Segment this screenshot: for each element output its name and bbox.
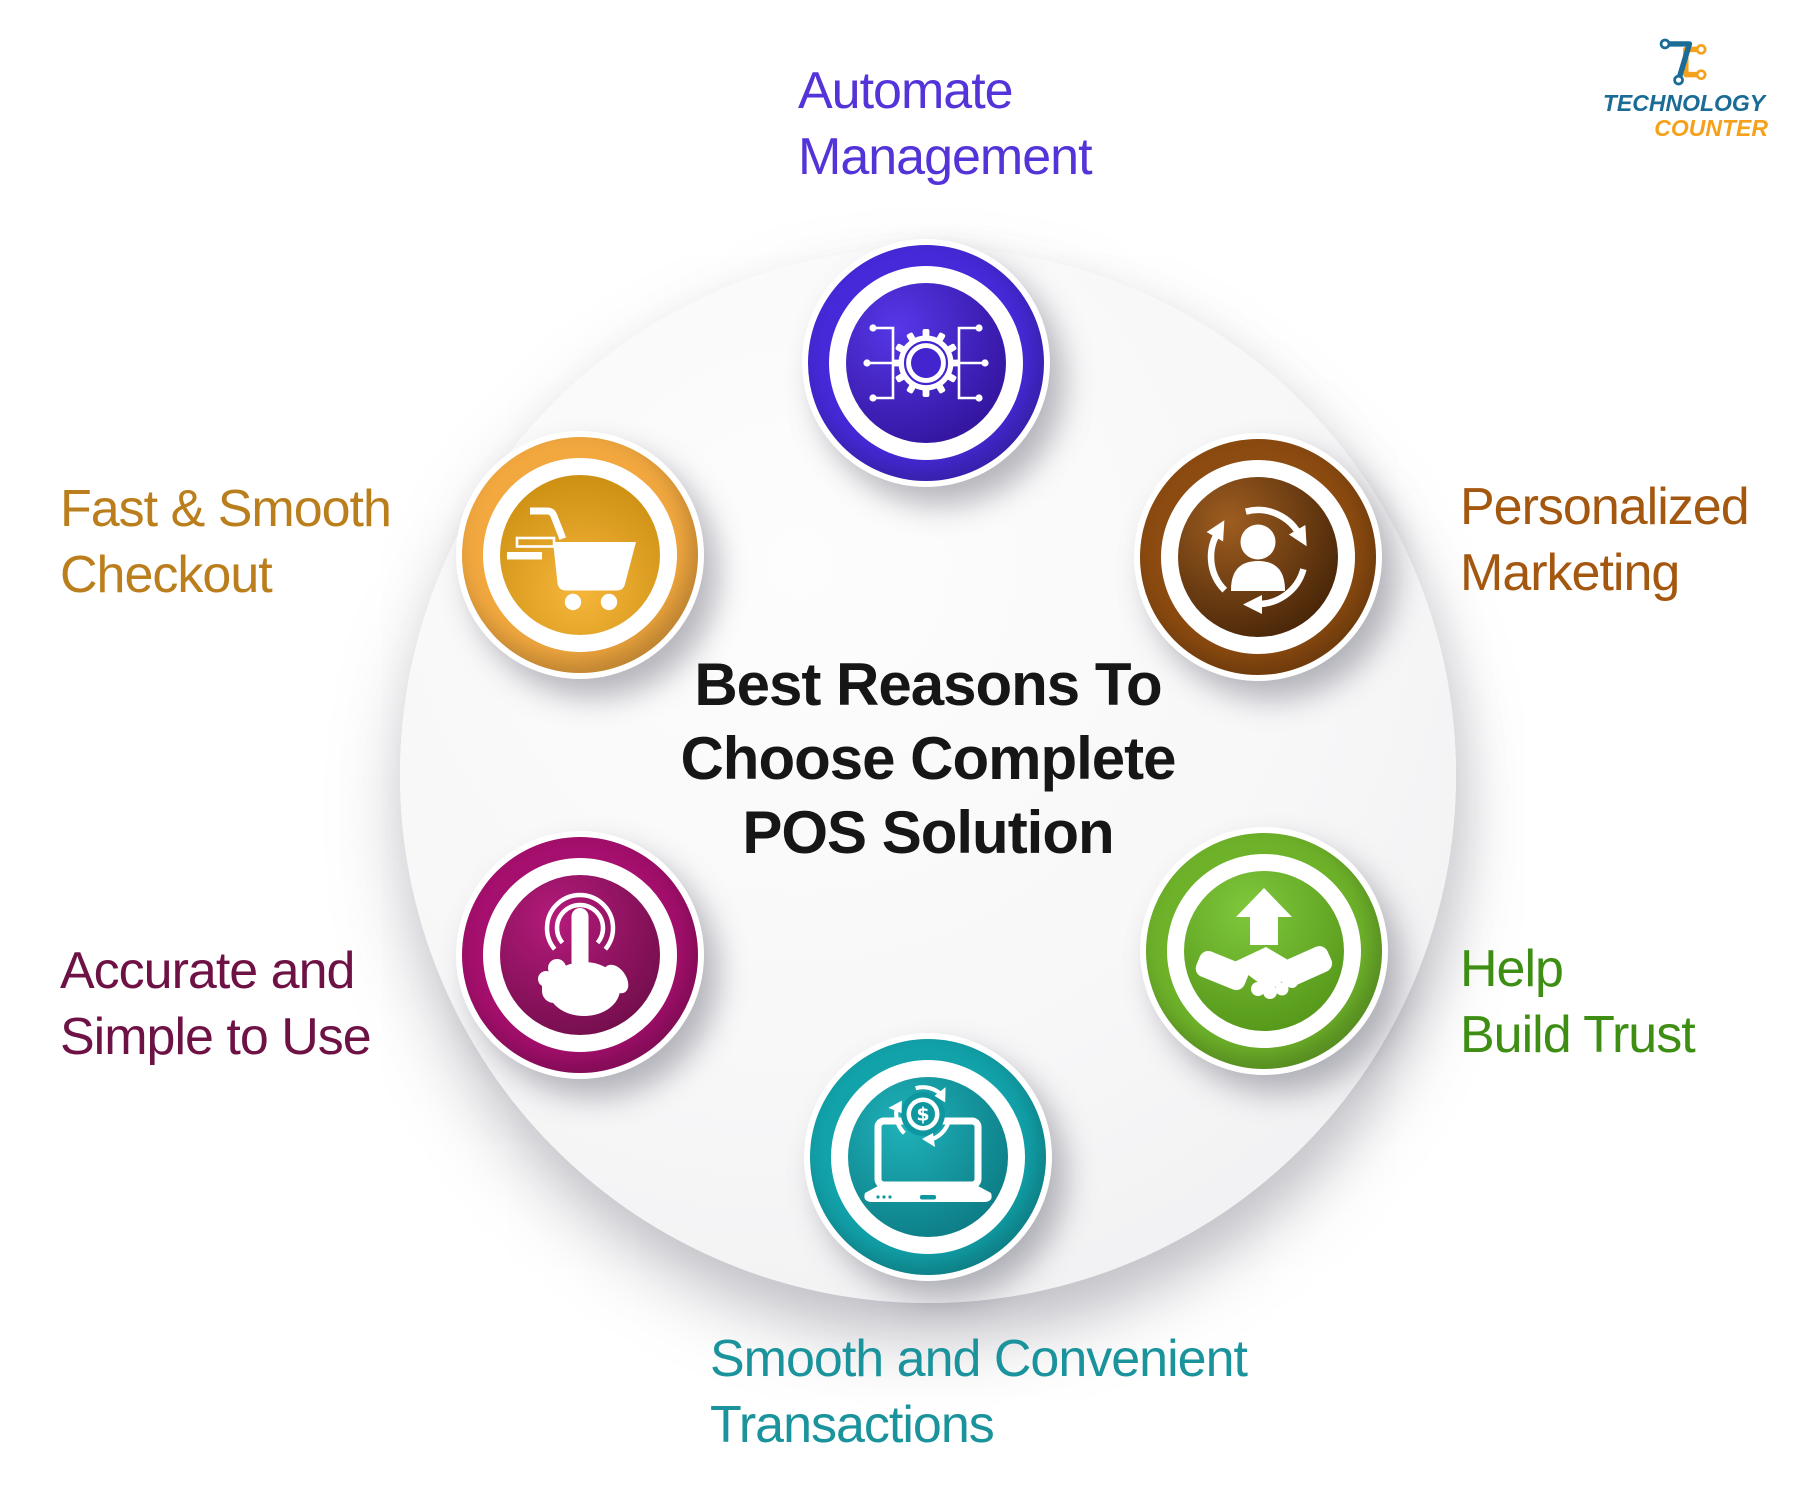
technology-counter-logo: TECHNOLOGY COUNTER: [1594, 34, 1774, 142]
badge-accurate: [456, 831, 704, 1079]
title-line-2: Choose Complete: [680, 725, 1176, 792]
svg-text:$: $: [916, 1104, 929, 1126]
page-title: Best Reasons To Choose Complete POS Solu…: [680, 648, 1176, 870]
label-help-build-trust: Help Build Trust: [1460, 940, 1696, 1064]
badge-transactions: $: [804, 1033, 1052, 1281]
handshake-growth-icon: [1195, 888, 1333, 999]
automation-icon: [863, 324, 989, 402]
badge-checkout: [456, 431, 704, 679]
shopping-cart-icon: [507, 507, 636, 611]
customer-sync-icon: [1206, 506, 1307, 614]
label-accurate-simple: Accurate and Simple to Use: [60, 942, 372, 1066]
reason-smooth-transactions: $: [804, 1033, 1052, 1281]
reason-fast-checkout: [456, 431, 704, 679]
label-smooth-transactions: Smooth and Convenient Transactions: [710, 1330, 1248, 1454]
laptop-transaction-icon: $: [864, 1085, 992, 1202]
reason-automate-management: [802, 239, 1050, 487]
reason-personalized-marketing: [1134, 433, 1382, 681]
logo-text-technology: TECHNOLOGY: [1602, 90, 1766, 116]
badge-trust: [1140, 827, 1388, 1075]
label-fast-checkout: Fast & Smooth Checkout: [60, 480, 392, 604]
title-line-3: POS Solution: [742, 799, 1114, 866]
tc-monogram-icon: [1659, 38, 1707, 86]
reason-accurate-simple: [456, 831, 704, 1079]
logo-text-counter: COUNTER: [1654, 115, 1768, 141]
touch-click-icon: [538, 892, 629, 1016]
label-personalized-marketing: Personalized Marketing: [1460, 478, 1750, 602]
label-automate-management: Automate Management: [798, 62, 1093, 186]
reason-help-build-trust: [1140, 827, 1388, 1075]
badge-automate: [802, 239, 1050, 487]
title-line-1: Best Reasons To: [694, 651, 1162, 718]
badge-personalized: [1134, 433, 1382, 681]
